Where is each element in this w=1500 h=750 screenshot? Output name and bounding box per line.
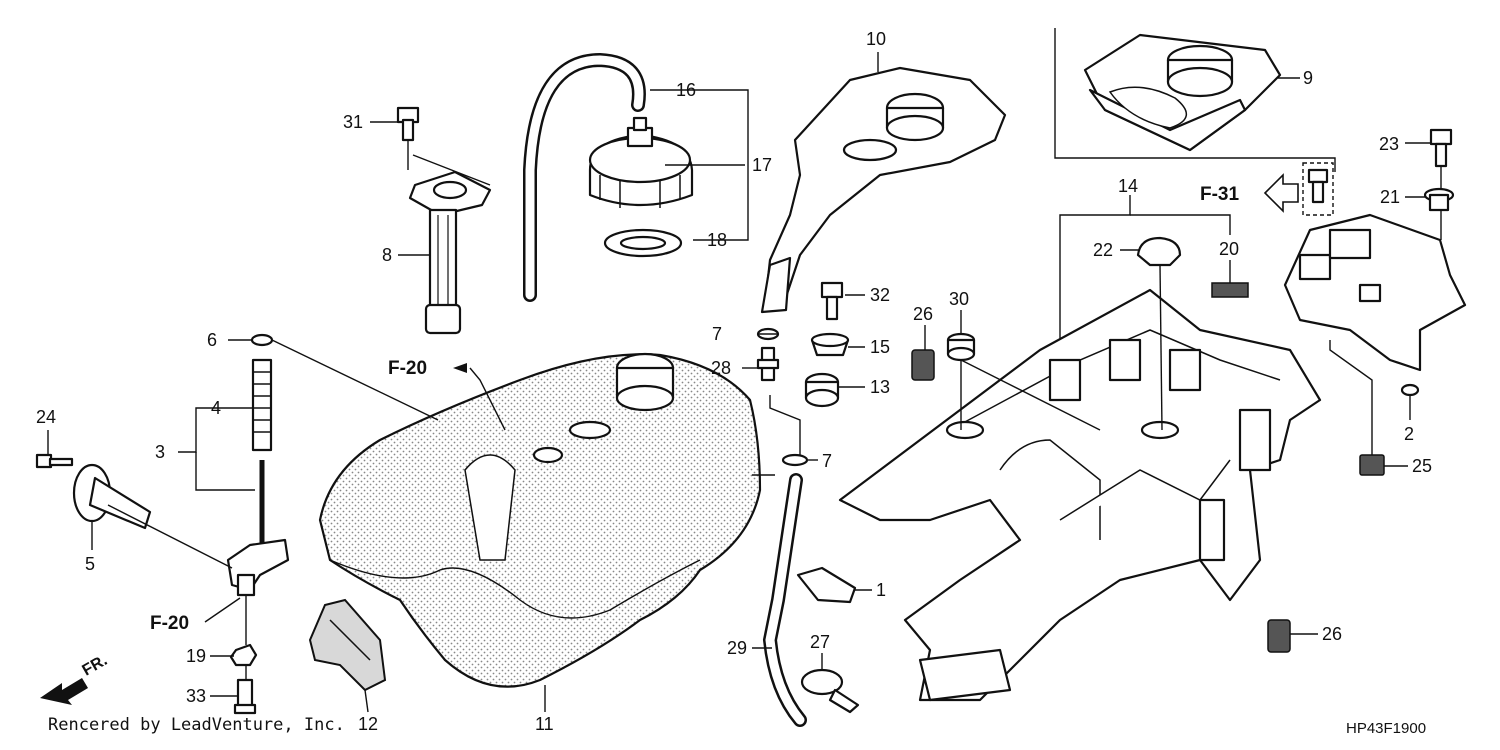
render-credit: Rencered by LeadVenture, Inc. (48, 715, 345, 735)
callout-9: 9 (1303, 68, 1313, 88)
diagram-code: HP43F1900 (1346, 720, 1426, 737)
part-33-bolt (233, 678, 257, 715)
f31-bolt-dashed-group (1302, 162, 1334, 216)
battery-tray (1283, 213, 1467, 372)
callout-11: 11 (535, 714, 554, 734)
part-1-clamp (796, 566, 857, 604)
callout-7-upper: 7 (712, 324, 722, 344)
callout-27: 27 (810, 632, 830, 652)
part-29-hose (762, 473, 807, 727)
callout-24: 24 (36, 407, 56, 427)
part-3-fuel-valve (226, 538, 290, 597)
part-11-fuel-tank (318, 352, 762, 688)
callout-19: 19 (186, 646, 206, 666)
inset-box-part-9 (1054, 28, 1336, 172)
ref-f31: F-31 (1200, 184, 1240, 205)
callout-labels: 1 2 3 4 5 6 7 7 8 9 10 11 12 13 14 15 16… (36, 29, 1432, 734)
callout-31: 31 (343, 112, 363, 132)
part-28-fitting (756, 346, 780, 382)
part-4-strainer (251, 358, 273, 545)
part-18-gasket (603, 228, 683, 258)
callout-30: 30 (949, 289, 969, 309)
part-2-nut (1400, 383, 1420, 397)
callout-29: 29 (727, 638, 747, 658)
part-26-clip-lower (1267, 619, 1291, 653)
callout-15: 15 (870, 337, 890, 357)
part-27-clamp (800, 668, 860, 714)
part-23-bolt (1429, 128, 1453, 168)
callout-26-upper: 26 (913, 304, 933, 324)
part-17-fuel-cap (588, 116, 694, 208)
ref-f20-top: F-20 (388, 358, 427, 379)
part-8-fuel-unit (408, 170, 492, 335)
part-7-clip-lower (781, 453, 809, 467)
part-25-clip (1359, 454, 1385, 476)
part-14-frame (838, 288, 1322, 702)
reference-arrow-icon (453, 363, 467, 373)
callout-22: 22 (1093, 240, 1113, 260)
callout-3: 3 (155, 442, 165, 462)
callout-33: 33 (186, 686, 206, 706)
callout-16: 16 (676, 80, 696, 100)
part-5-valve-lever (72, 463, 152, 530)
part-12-bracket (308, 598, 387, 692)
ref-f20-left: F-20 (150, 613, 189, 634)
callout-8: 8 (382, 245, 392, 265)
leader-lines (47, 52, 1442, 713)
part-30-cap (946, 332, 976, 362)
callout-4: 4 (211, 398, 221, 418)
part-26-clip-upper (911, 349, 935, 381)
callout-2: 2 (1404, 424, 1414, 444)
callout-28: 28 (711, 358, 731, 378)
front-direction-arrow-icon (40, 678, 88, 705)
part-16-breather-hose (523, 52, 646, 302)
callout-32: 32 (870, 285, 890, 305)
callout-23: 23 (1379, 134, 1399, 154)
callout-12: 12 (358, 714, 378, 734)
callout-17: 17 (752, 155, 772, 175)
part-31-bolt (396, 106, 491, 186)
front-label: FR. (80, 652, 111, 680)
callout-10: 10 (866, 29, 886, 49)
front-direction-marker: FR. (40, 652, 110, 705)
reference-arrow-icon (1263, 173, 1299, 213)
callout-14: 14 (1118, 176, 1138, 196)
part-15-collar (810, 332, 850, 357)
part-19-nut (229, 643, 258, 667)
callout-20: 20 (1219, 239, 1239, 259)
callout-6: 6 (207, 330, 217, 350)
callout-1: 1 (876, 580, 886, 600)
part-32-bolt (820, 281, 844, 321)
part-24-screw (35, 453, 74, 469)
callout-5: 5 (85, 554, 95, 574)
callout-26-lower: 26 (1322, 624, 1342, 644)
callout-13: 13 (870, 377, 890, 397)
part-6-washer (250, 333, 274, 347)
callout-7-lower: 7 (822, 451, 832, 471)
part-22-cap (1136, 236, 1182, 267)
part-10-cover (760, 66, 1007, 314)
callout-25: 25 (1412, 456, 1432, 476)
callout-21: 21 (1380, 187, 1400, 207)
part-21-collar (1423, 187, 1455, 212)
part-13-grommet (804, 372, 840, 408)
callout-18: 18 (707, 230, 727, 250)
part-20-pad (1211, 282, 1249, 298)
reference-labels: F-20 F-20 F-31 (150, 173, 1299, 634)
